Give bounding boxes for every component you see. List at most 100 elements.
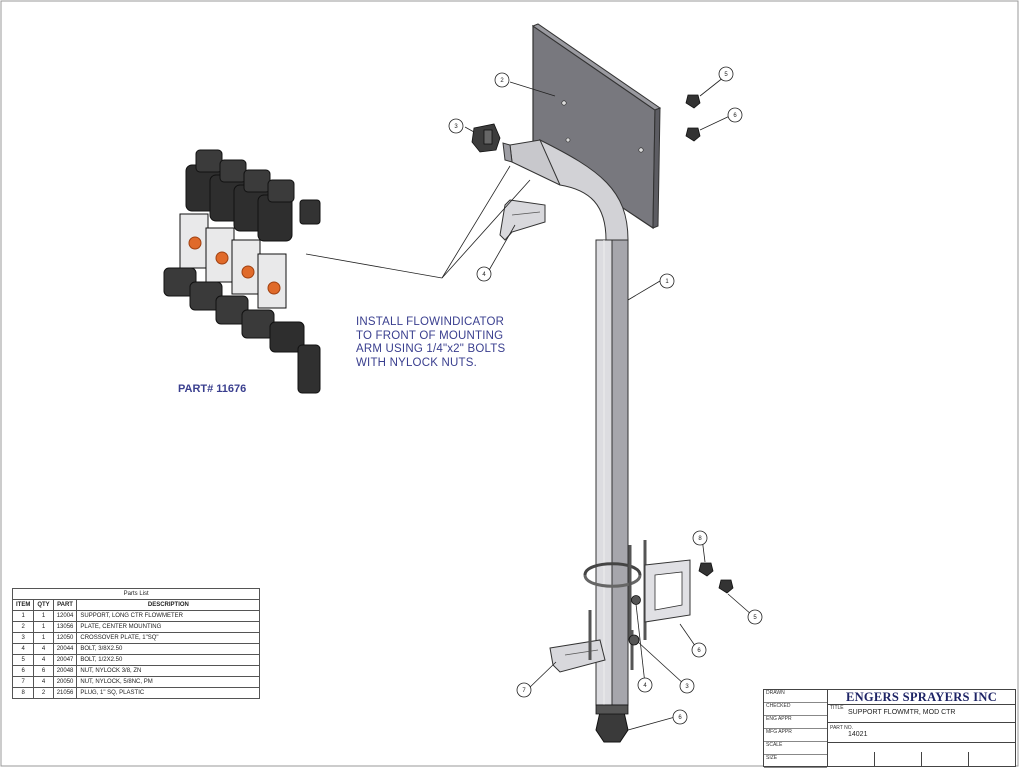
footer-cell <box>922 752 969 766</box>
footer-cell <box>828 752 875 766</box>
balloon <box>448 118 464 134</box>
balloon <box>747 609 763 625</box>
cell-qty: 4 <box>33 654 54 666</box>
cell-description: NUT, NYLOCK 3/8, ZN <box>76 665 261 677</box>
nylock-nuts <box>628 94 734 646</box>
install-note-line: INSTALL FLOWINDICATOR <box>356 316 505 328</box>
balloon-label: 4 <box>643 683 647 689</box>
table-row: 1 1 12004 SUPPORT, LONG CTR FLOWMETER <box>11 610 261 622</box>
cell-part: 20050 <box>52 676 78 688</box>
signoff-row: DRAWN <box>764 690 827 703</box>
cell-item: 6 <box>11 665 35 677</box>
column-header-qty: QTY <box>33 599 54 611</box>
lower-clamp-assembly <box>549 540 691 673</box>
cell-part: 20048 <box>52 665 78 677</box>
mounting-clip <box>471 123 501 153</box>
item-balloons: 2 5 6 3 4 1 8 5 6 4 3 7 6 <box>448 66 763 725</box>
signoff-row: CHECKED <box>764 703 827 716</box>
title-block-signoffs: DRAWN CHECKED ENG APPR MFG APPR SCALE SI… <box>764 690 828 768</box>
balloon-label: 6 <box>733 113 737 119</box>
cell-description: BOLT, 3/8X2.50 <box>76 643 261 655</box>
balloon-label: 3 <box>685 684 689 690</box>
footer-cell <box>875 752 922 766</box>
balloon-label: 8 <box>698 536 702 542</box>
table-row: 4 4 20044 BOLT, 3/8X2.50 <box>11 643 261 655</box>
install-note-line: ARM USING 1/4"x2" BOLTS <box>356 343 506 355</box>
signoff-row: ENG APPR <box>764 716 827 729</box>
cell-qty: 1 <box>33 621 54 633</box>
cell-qty: 1 <box>33 632 54 644</box>
cell-qty: 4 <box>33 676 54 688</box>
cell-part: 20044 <box>52 643 78 655</box>
cell-description: PLATE, CENTER MOUNTING <box>76 621 261 633</box>
balloon <box>516 682 532 698</box>
title-block-footer <box>828 752 1015 766</box>
balloon-label: 1 <box>665 279 669 285</box>
cell-item: 1 <box>11 610 35 622</box>
manifold-part-number: PART# 11676 <box>178 383 247 395</box>
signoff-row: MFG APPR <box>764 729 827 742</box>
cell-item: 7 <box>11 676 35 688</box>
balloon-label: 4 <box>482 272 486 278</box>
main-support-tube <box>502 138 629 743</box>
balloon-label: 6 <box>697 648 701 654</box>
drawing-part-number: 14021 <box>848 731 868 738</box>
cell-qty: 2 <box>33 687 54 699</box>
balloon-label: 6 <box>678 715 682 721</box>
cell-item: 2 <box>11 621 35 633</box>
cell-qty: 4 <box>33 643 54 655</box>
cell-description: NUT, NYLOCK, 5/8NC, PM <box>76 676 261 688</box>
divider <box>828 742 1015 743</box>
balloon <box>494 72 510 88</box>
balloon <box>727 107 743 123</box>
balloon <box>691 642 707 658</box>
table-row: 8 2 21056 PLUG, 1" SQ, PLASTIC <box>11 687 261 699</box>
balloon <box>692 530 708 546</box>
install-note-line: WITH NYLOCK NUTS. <box>356 356 477 369</box>
cell-item: 4 <box>11 643 35 655</box>
part-number-caption: PART NO. <box>830 725 854 731</box>
install-note: INSTALL FLOWINDICATOR TO FRONT OF MOUNTI… <box>356 316 505 370</box>
cell-part: 20047 <box>52 654 78 666</box>
cell-description: PLUG, 1" SQ, PLASTIC <box>76 687 261 699</box>
balloon <box>659 273 675 289</box>
parts-list-table: Parts List ITEM QTY PART DESCRIPTION 1 1… <box>11 588 261 699</box>
title-block: DRAWN CHECKED ENG APPR MFG APPR SCALE SI… <box>763 689 1016 768</box>
cell-item: 3 <box>11 632 35 644</box>
balloon-label: 5 <box>724 72 728 78</box>
balloon <box>672 709 688 725</box>
cell-description: SUPPORT, LONG CTR FLOWMETER <box>76 610 261 622</box>
center-mounting-plate <box>531 23 662 230</box>
flow-indicator-manifold <box>163 149 321 394</box>
balloon <box>637 677 653 693</box>
balloon <box>476 266 492 282</box>
company-name: ENGERS SPRAYERS INC <box>828 690 1015 705</box>
table-row: 5 4 20047 BOLT, 1/2X2.50 <box>11 654 261 666</box>
balloon-label: 5 <box>753 615 757 621</box>
cell-part: 21056 <box>52 687 78 699</box>
install-note-line: TO FRONT OF MOUNTING <box>356 329 504 342</box>
cell-qty: 6 <box>33 665 54 677</box>
title-caption: TITLE <box>830 705 844 711</box>
table-row: 7 4 20050 NUT, NYLOCK, 5/8NC, PM <box>11 676 261 688</box>
parts-list-title: Parts List <box>11 588 261 600</box>
table-row: 2 1 13056 PLATE, CENTER MOUNTING <box>11 621 261 633</box>
cell-item: 5 <box>11 654 35 666</box>
table-row: 6 6 20048 NUT, NYLOCK 3/8, ZN <box>11 665 261 677</box>
cell-description: CROSSOVER PLATE, 1"SQ" <box>76 632 261 644</box>
balloon <box>679 678 695 694</box>
table-row: 3 1 12050 CROSSOVER PLATE, 1"SQ" <box>11 632 261 644</box>
cell-item: 8 <box>11 687 35 699</box>
balloon <box>718 66 734 82</box>
column-header-description: DESCRIPTION <box>76 599 261 611</box>
cell-description: BOLT, 1/2X2.50 <box>76 654 261 666</box>
leader-lines <box>305 76 753 731</box>
footer-cell <box>969 752 1015 766</box>
signoff-row: SCALE <box>764 742 827 755</box>
cell-part: 12050 <box>52 632 78 644</box>
column-header-item: ITEM <box>11 599 35 611</box>
balloon-label: 2 <box>500 78 504 84</box>
